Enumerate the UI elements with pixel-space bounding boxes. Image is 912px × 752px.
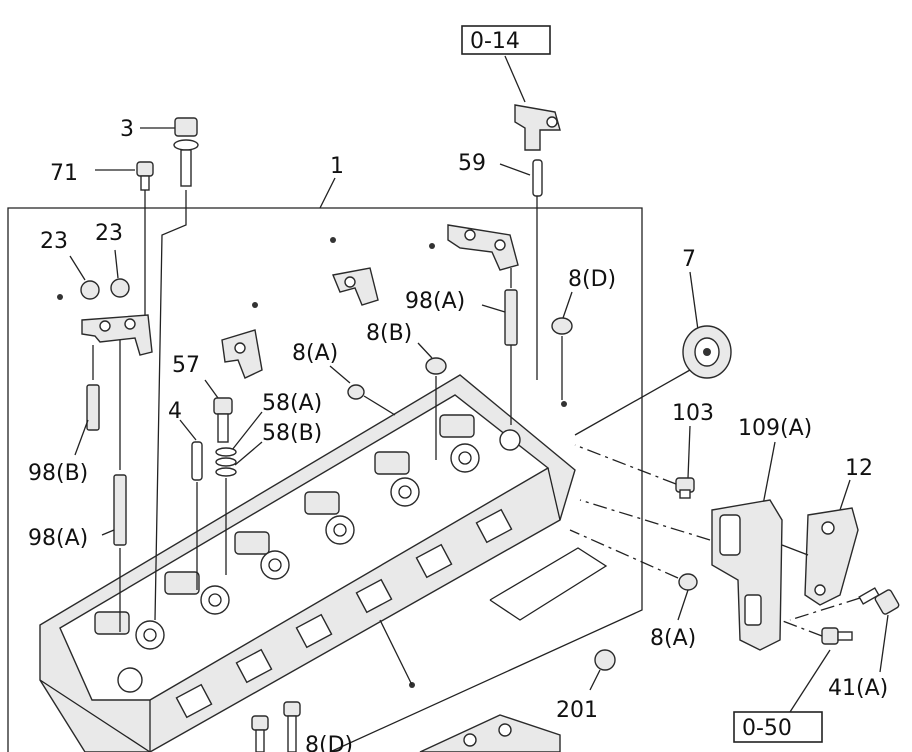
callout-98B: 98(B) bbox=[28, 461, 88, 486]
callout-8D-top: 8(D) bbox=[568, 267, 616, 292]
stud-98A-top bbox=[504, 289, 518, 346]
guide-8A-right bbox=[569, 529, 679, 579]
rocker-cover-fragment bbox=[419, 714, 561, 752]
bolt-71 bbox=[136, 161, 154, 191]
callout-98A-left: 98(A) bbox=[28, 526, 88, 551]
injector-sleeve-57 bbox=[213, 397, 233, 443]
callout-8A-mid: 8(A) bbox=[292, 341, 338, 366]
bolt-3 bbox=[173, 117, 199, 187]
callout-57: 57 bbox=[172, 353, 200, 378]
engine-hanger-bracket bbox=[514, 104, 561, 151]
pin-4 bbox=[191, 441, 203, 481]
stud-98A-left bbox=[113, 474, 127, 546]
plug-8D-top bbox=[551, 317, 573, 335]
seal-7 bbox=[682, 325, 732, 379]
callout-103: 103 bbox=[672, 401, 714, 426]
callout-58A: 58(A) bbox=[262, 391, 322, 416]
rocker-bracket-left bbox=[81, 314, 153, 356]
callout-8A-right: 8(A) bbox=[650, 626, 696, 651]
ref-0-50-label: 0-50 bbox=[742, 716, 792, 741]
seal-58B-b bbox=[215, 467, 237, 477]
callout-4: 4 bbox=[168, 399, 182, 424]
rocker-bracket-center bbox=[332, 267, 379, 306]
callout-59: 59 bbox=[458, 151, 486, 176]
nut-23-b bbox=[110, 278, 130, 298]
pin-59 bbox=[532, 159, 543, 197]
callout-23-left: 23 bbox=[40, 229, 68, 254]
gasket-outline bbox=[489, 547, 608, 621]
reference-box-0-14[interactable]: 0-14 bbox=[461, 25, 551, 55]
callout-201: 201 bbox=[556, 698, 598, 723]
callout-58B: 58(B) bbox=[262, 421, 322, 446]
guide-103 bbox=[574, 444, 677, 485]
valve-seats bbox=[117, 429, 521, 693]
cam-journals bbox=[94, 414, 475, 635]
callout-1: 1 bbox=[330, 154, 344, 179]
plug-8A-mid bbox=[347, 384, 365, 400]
plate-12 bbox=[804, 507, 859, 606]
bolt-0-50 bbox=[821, 627, 853, 645]
guide-41A bbox=[789, 597, 861, 621]
callout-109A: 109(A) bbox=[738, 416, 812, 441]
callout-12: 12 bbox=[845, 456, 873, 481]
callout-41A: 41(A) bbox=[828, 676, 888, 701]
assembly-outline bbox=[7, 207, 643, 752]
bolt-41A bbox=[858, 587, 900, 615]
seal-58A bbox=[215, 447, 237, 457]
nut-23-a bbox=[80, 280, 100, 300]
ref-0-14-label: 0-14 bbox=[470, 29, 520, 54]
side-ports bbox=[175, 508, 513, 719]
plug-201 bbox=[594, 649, 616, 671]
callout-7: 7 bbox=[682, 247, 696, 272]
guide-109A bbox=[579, 499, 711, 541]
plug-8A-right bbox=[678, 573, 698, 591]
bottom-studs bbox=[251, 701, 301, 752]
stud-98B bbox=[86, 384, 100, 431]
plug-103 bbox=[675, 477, 695, 499]
callout-71: 71 bbox=[50, 161, 78, 186]
callout-23-right: 23 bbox=[95, 221, 123, 246]
callout-8B: 8(B) bbox=[366, 321, 412, 346]
seal-58B-a bbox=[215, 457, 237, 467]
bracket-109A bbox=[711, 499, 783, 651]
rocker-bracket-mid-left bbox=[221, 329, 263, 379]
guide-0-50 bbox=[779, 619, 823, 637]
rocker-bracket-right bbox=[447, 224, 519, 271]
callout-8D-bottom: 8(D) bbox=[305, 733, 353, 752]
callout-3: 3 bbox=[120, 117, 134, 142]
cylinder-head bbox=[39, 374, 576, 752]
reference-box-0-50[interactable]: 0-50 bbox=[733, 711, 823, 743]
callout-98A-top: 98(A) bbox=[405, 289, 465, 314]
plug-8B bbox=[425, 357, 447, 375]
